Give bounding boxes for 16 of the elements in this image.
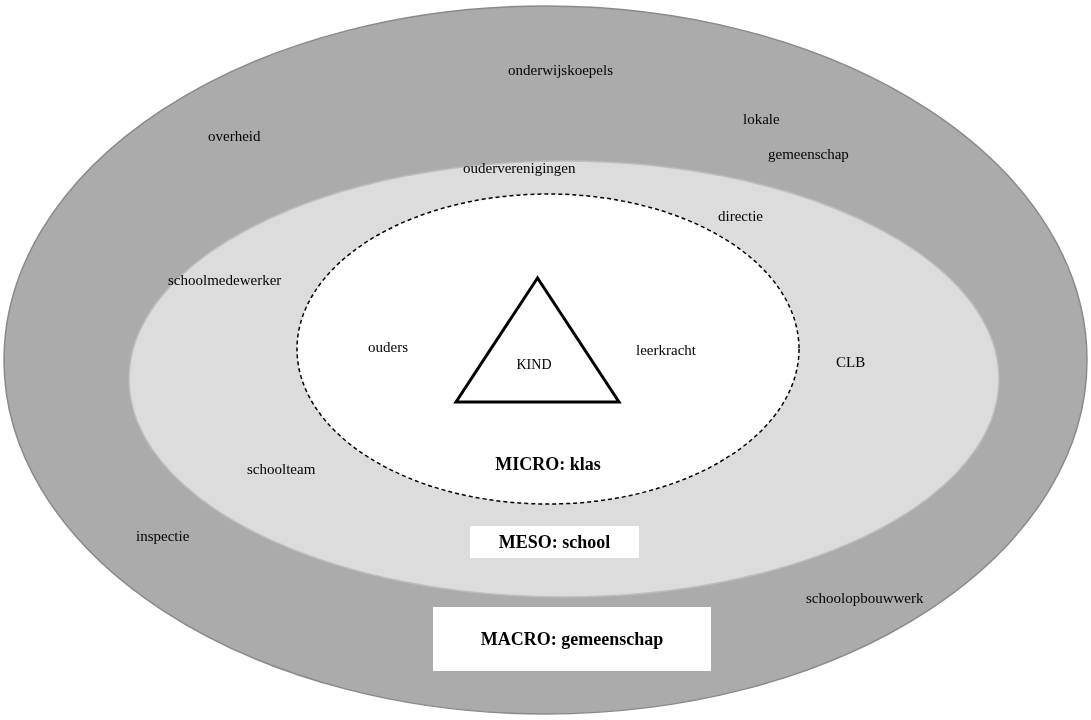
actor-label: lokale gemeenschap: [743, 110, 848, 164]
actor-label: schoolopbouwwerk: [806, 590, 924, 607]
actor-label: onderwijskoepels: [508, 62, 613, 79]
actor-label: ouders: [368, 339, 408, 356]
triangle-label: KIND: [515, 356, 553, 374]
level-label: MACRO: gemeenschap: [433, 607, 711, 671]
level-label: MICRO: klas: [494, 453, 602, 476]
actor-label: directie: [718, 208, 763, 225]
actor-label: schoolteam: [247, 461, 316, 478]
level-label: MESO: school: [470, 526, 639, 558]
actor-label: leerkracht: [636, 342, 696, 359]
actor-label: schoolmedewerker: [168, 272, 282, 289]
actor-label: CLB: [836, 354, 866, 371]
actor-label: inspectie: [136, 528, 190, 545]
actor-label: overheid: [208, 128, 261, 145]
actor-label: ouderverenigingen: [463, 160, 576, 177]
